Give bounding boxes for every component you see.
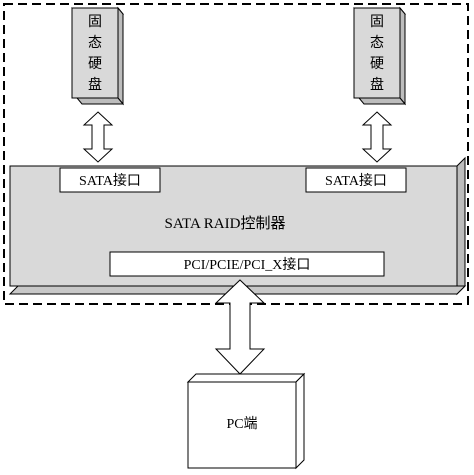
sata-port-right bbox=[305, 167, 407, 193]
ssd-left-block: 固 态 硬 盘 bbox=[70, 6, 125, 106]
ssd-right-char-1: 固 bbox=[370, 14, 384, 30]
ssd-left-char-1: 固 bbox=[88, 14, 102, 30]
pc-label: PC端 bbox=[226, 416, 257, 432]
sata-port-left-label: SATA接口 bbox=[79, 172, 141, 189]
ssd-right-char-4: 盘 bbox=[370, 76, 384, 93]
bus-interface-label: PCI/PCIE/PCI_X接口 bbox=[184, 256, 311, 273]
sata-port-right-label: SATA接口 bbox=[325, 172, 387, 189]
sata-port-left bbox=[59, 167, 161, 193]
double-arrow-left bbox=[82, 111, 114, 163]
ssd-left-char-3: 硬 bbox=[88, 56, 102, 72]
raid-controller-label: SATA RAID控制器 bbox=[165, 215, 286, 232]
bus-interface-box bbox=[109, 251, 385, 277]
ssd-left-char-4: 盘 bbox=[88, 76, 102, 93]
pc-block bbox=[186, 372, 306, 470]
ssd-right-char-2: 态 bbox=[370, 35, 384, 51]
ssd-right-char-3: 硬 bbox=[370, 56, 384, 72]
ssd-left-char-2: 态 bbox=[88, 35, 102, 51]
ssd-right-block: 固 态 硬 盘 bbox=[352, 6, 407, 106]
double-arrow-right bbox=[361, 111, 393, 163]
